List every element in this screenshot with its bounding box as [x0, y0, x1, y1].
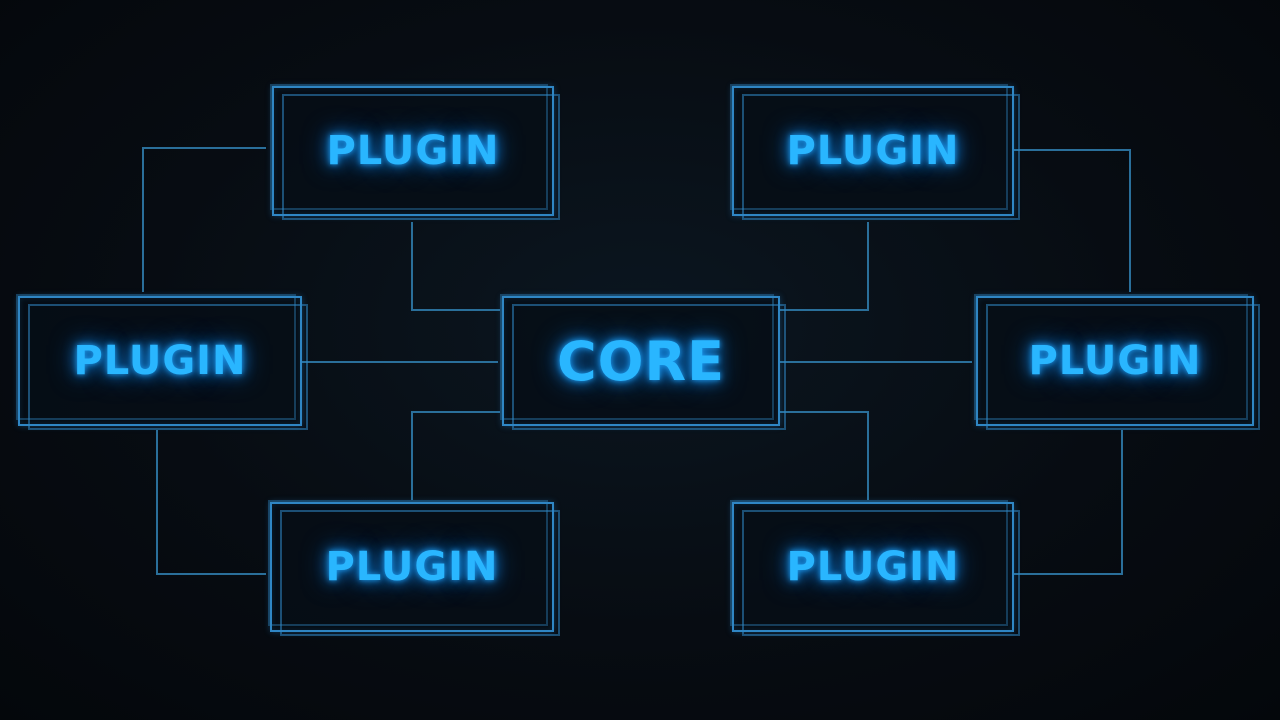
- plugin-label: PLUGIN: [1028, 338, 1202, 384]
- plugin-box-mid-right: PLUGIN: [974, 294, 1260, 430]
- plugin-label: PLUGIN: [786, 544, 960, 590]
- plugin-box-mid-left: PLUGIN: [16, 294, 308, 430]
- connector-top-right-to-core: [780, 222, 869, 311]
- connector-bottom-left-to-core: [411, 411, 500, 500]
- connector-top-left-to-core: [411, 222, 500, 311]
- plugin-box-bottom-right: PLUGIN: [730, 500, 1020, 636]
- plugin-label: PLUGIN: [786, 128, 960, 174]
- connector-top-left-to-mid-left: [142, 147, 266, 292]
- plugin-label: PLUGIN: [73, 338, 247, 384]
- connector-core-to-bottom-right: [780, 411, 869, 500]
- connector-top-right-to-mid-right: [1014, 149, 1131, 292]
- plugin-box-top-left: PLUGIN: [270, 84, 560, 220]
- core-box: CORE: [500, 294, 786, 430]
- plugin-label: PLUGIN: [326, 128, 500, 174]
- plugin-box-bottom-left: PLUGIN: [268, 500, 560, 636]
- connector-mid-left-to-bottom-left: [156, 430, 266, 575]
- core-label: CORE: [556, 329, 725, 393]
- connector-mid-right-to-bottom-right: [1014, 430, 1123, 575]
- plugin-box-top-right: PLUGIN: [730, 84, 1020, 220]
- plugin-label: PLUGIN: [325, 544, 499, 590]
